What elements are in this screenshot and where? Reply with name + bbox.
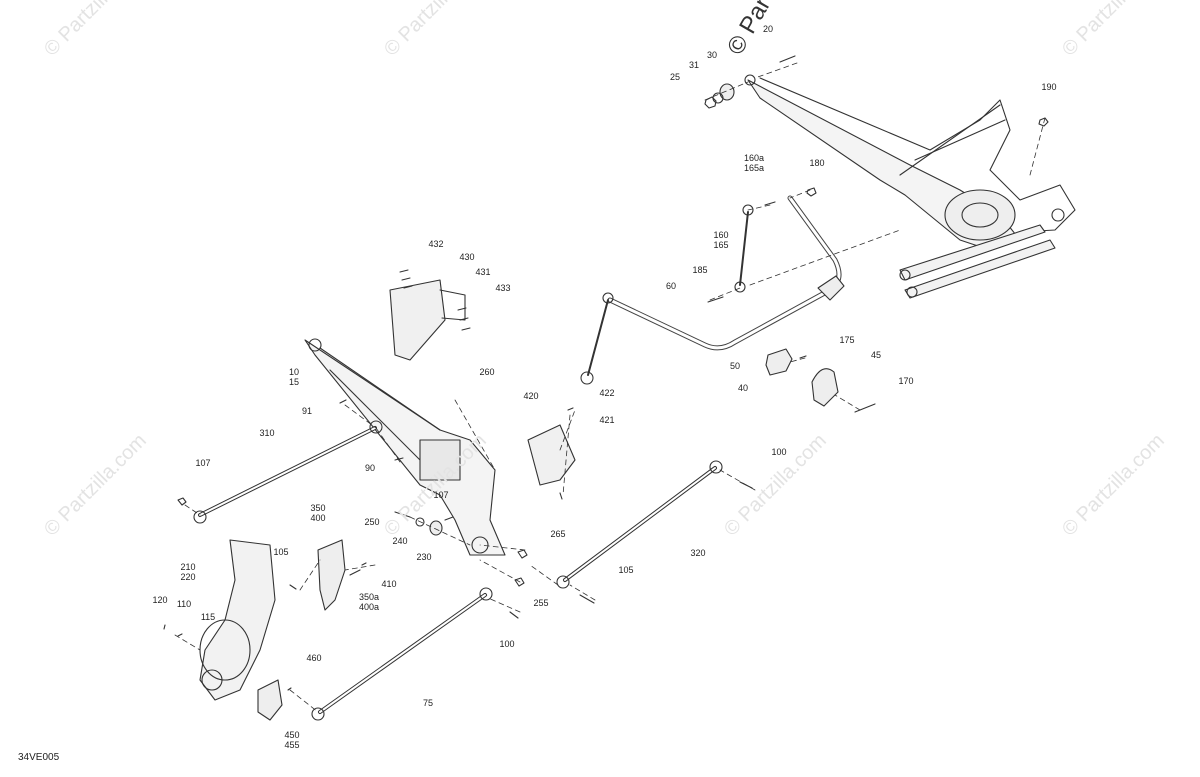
callout-350a-400a: 350a 400a (358, 592, 380, 612)
mud-flap (389, 269, 471, 361)
callout-75: 75 (422, 698, 434, 708)
lower-link-320 (556, 460, 753, 604)
callout-10-15: 10 15 (288, 367, 300, 387)
callout-460: 460 (306, 653, 322, 663)
callout-350-400: 350 400 (310, 503, 326, 523)
sway-bar-bushing (765, 348, 876, 413)
callout-210-220: 210 220 (180, 562, 196, 582)
callout-185: 185 (692, 265, 708, 275)
callout-310: 310 (259, 428, 275, 438)
callout-107-b: 107 (433, 490, 449, 500)
callout-430: 430 (459, 252, 475, 262)
callout-190: 190 (1041, 82, 1057, 92)
callout-432: 432 (428, 239, 444, 249)
top-pivot-hardware (704, 55, 1049, 197)
callout-431: 431 (475, 267, 491, 277)
sway-bar-link (707, 201, 776, 303)
callout-450-455: 450 455 (284, 730, 300, 750)
upper-link-310 (177, 399, 404, 524)
callout-160-165: 160 165 (713, 230, 729, 250)
left-trailing-arm (304, 338, 506, 556)
callout-91: 91 (301, 406, 313, 416)
callout-240: 240 (392, 536, 408, 546)
callout-90: 90 (364, 463, 376, 473)
callout-100: 100 (771, 447, 787, 457)
guard-450 (257, 679, 292, 721)
sway-bar (580, 195, 845, 385)
lower-link-75 (311, 587, 519, 721)
callout-250: 250 (364, 517, 380, 527)
callout-60: 60 (665, 281, 677, 291)
callout-110: 110 (176, 599, 192, 609)
callout-265: 265 (550, 529, 566, 539)
callout-433: 433 (495, 283, 511, 293)
bushing-hardware (394, 511, 528, 587)
callout-410: 410 (381, 579, 397, 589)
callout-120: 120 (152, 595, 168, 605)
callout-421: 421 (599, 415, 615, 425)
callout-422: 422 (599, 388, 615, 398)
callout-105: 105 (273, 547, 289, 557)
callout-115: 115 (200, 612, 216, 622)
callout-180: 180 (809, 158, 825, 168)
callout-320: 320 (690, 548, 706, 558)
callout-230: 230 (416, 552, 432, 562)
callout-175: 175 (839, 335, 855, 345)
callout-50: 50 (729, 361, 741, 371)
callout-105-b: 105 (618, 565, 634, 575)
guard (527, 407, 576, 500)
right-trailing-arm (744, 74, 1076, 299)
callout-107: 107 (195, 458, 211, 468)
callout-100-b: 100 (499, 639, 515, 649)
callout-31: 31 (688, 60, 700, 70)
callout-420: 420 (523, 391, 539, 401)
callout-40: 40 (737, 383, 749, 393)
callout-20: 20 (762, 24, 774, 34)
diagram-code: 34VE005 (18, 752, 60, 763)
alignment-lines (174, 62, 1046, 713)
callout-25: 25 (669, 72, 681, 82)
callout-45: 45 (870, 350, 882, 360)
callout-160a-165a: 160a 165a (743, 153, 765, 173)
bracket-350 (317, 539, 367, 611)
callout-170: 170 (898, 376, 914, 386)
callout-255: 255 (533, 598, 549, 608)
callout-30: 30 (706, 50, 718, 60)
callout-260: 260 (479, 367, 495, 377)
